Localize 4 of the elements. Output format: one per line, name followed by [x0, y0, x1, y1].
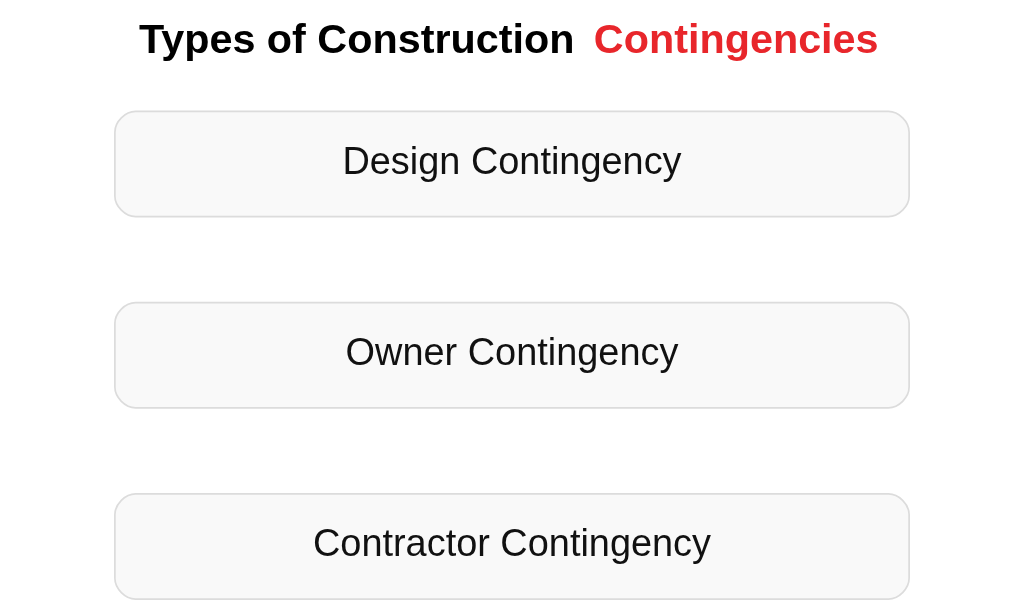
node-box: Design Contingency	[114, 110, 910, 218]
node-box: Owner Contingency	[114, 301, 910, 409]
diagram-title: Types of Construction Contingencies	[139, 16, 879, 63]
node-box: Contractor Contingency	[114, 493, 910, 600]
